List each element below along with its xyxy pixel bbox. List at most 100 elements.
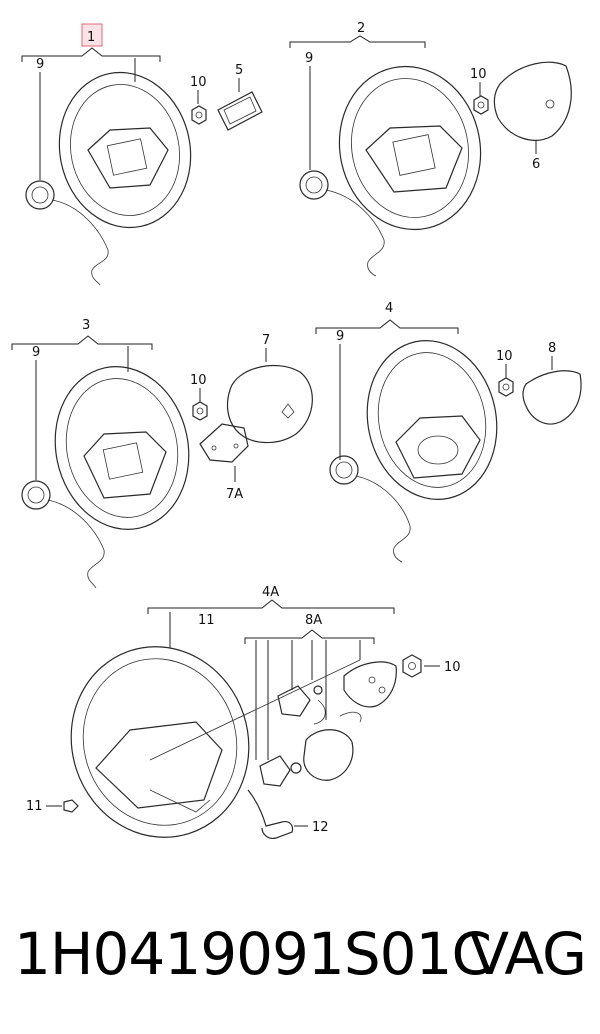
callout-11-b[interactable]: 11 [26,799,43,814]
clock-spring-1[interactable] [25,180,55,210]
horn-pad-6-emblem [545,99,555,109]
nut-10-b[interactable] [473,95,489,115]
callout-10-b[interactable]: 10 [470,67,487,82]
trim-8a-top-button-2 [378,686,386,694]
bracket-7a-hole-1 [211,445,217,451]
callout-3[interactable]: 3 [82,318,90,333]
screw-8a-1[interactable] [313,685,323,695]
steering-wheel-2[interactable] [324,53,495,243]
wire-8a [313,699,362,725]
switch-module-8a-left[interactable] [277,685,311,717]
nut-10-c-hole [196,407,204,415]
steering-wheel-1-inner [70,84,180,216]
nut-10-e-hole [408,662,416,670]
axis-line-4a [149,659,361,761]
clock-spring-3-wire [47,499,105,589]
steering-wheel-4-hub [395,415,481,479]
callout-9-c[interactable]: 9 [32,345,40,360]
bracket-7a[interactable] [199,423,249,463]
steering-wheel-3-hub [83,431,167,499]
clock-spring-3-ring [27,486,45,504]
steering-wheel-4-hub-center [417,435,459,465]
callout-1-highlight-box [81,23,103,47]
nut-10-a[interactable] [191,105,207,125]
steering-wheel-4a-hub [95,721,223,809]
clock-spring-4[interactable] [329,455,359,485]
steering-wheel-1-hub-plate [106,138,148,176]
footer: 1H0419091S01C VAG [0,920,600,1000]
steering-wheel-2-inner [351,78,469,218]
part-number-label: 1H0419091S01C [14,920,492,988]
callout-6[interactable]: 6 [532,157,540,172]
assembly-group-4: 4 9 10 8 [315,301,582,563]
callout-7[interactable]: 7 [262,333,270,348]
trim-8a-top-button-1 [368,676,376,684]
callout-10-c[interactable]: 10 [190,373,207,388]
callout-9-d[interactable]: 9 [336,329,344,344]
cover-8a[interactable] [303,729,354,781]
clock-spring-1-ring [31,186,49,204]
nut-10-a-hole [195,111,203,119]
assembly-group-4a: 4A 11 8A 10 11 [26,585,461,861]
clock-spring-4-wire [355,475,411,563]
bracket-1 [21,47,161,62]
horn-pad-8[interactable] [522,370,582,425]
clock-spring-1-wire [51,199,109,286]
callout-7a[interactable]: 7A [226,487,243,502]
clock-spring-2-wire [325,189,385,277]
callout-4[interactable]: 4 [385,301,393,316]
steering-wheel-4[interactable] [353,328,511,511]
bracket-4 [315,319,459,334]
clock-spring-2-ring [305,176,323,194]
clock-spring-2[interactable] [299,170,329,200]
bracket-2 [289,35,426,48]
callout-10-d[interactable]: 10 [496,349,513,364]
steering-wheel-3[interactable] [40,354,203,542]
callout-11-a[interactable]: 11 [198,613,215,628]
nut-10-d-hole [502,383,510,391]
steering-wheel-4a[interactable] [47,624,274,861]
clock-spring-3[interactable] [21,480,51,510]
callout-12[interactable]: 12 [312,820,329,835]
callout-10-a[interactable]: 10 [190,75,207,90]
horn-pad-7-emblem [281,403,295,419]
trim-8a-top[interactable] [343,661,397,708]
clock-spring-4-ring [335,461,353,479]
bracket-3 [11,335,153,350]
horn-pad-5[interactable] [217,91,263,131]
callout-1[interactable]: 1 [87,30,95,45]
steering-wheel-1[interactable] [45,60,205,240]
steering-wheel-4a-inner [82,658,238,826]
steering-wheel-1-hub [87,127,169,189]
switch-module-8a-lower[interactable] [259,755,291,787]
callout-9-b[interactable]: 9 [305,51,313,66]
bracket-4a [147,599,395,614]
callout-2[interactable]: 2 [357,21,365,36]
nut-10-d[interactable] [498,377,514,397]
trim-12[interactable] [247,789,294,839]
callout-8a[interactable]: 8A [305,613,322,628]
callout-9-a[interactable]: 9 [36,57,44,72]
bracket-7a-hole-2 [233,443,239,449]
horn-pad-6[interactable] [493,61,572,141]
assembly-group-2: 2 9 10 6 [289,21,572,277]
screw-11[interactable] [63,799,79,813]
nut-10-e[interactable] [402,654,422,678]
steering-wheel-4-inner [377,352,487,488]
callout-5[interactable]: 5 [235,63,243,78]
callout-8[interactable]: 8 [548,341,556,356]
callout-10-e[interactable]: 10 [444,660,461,675]
bracket-8a [244,629,375,644]
assembly-group-3: 3 9 10 7 7A [11,318,313,589]
callout-4a[interactable]: 4A [262,585,279,600]
horn-pad-7[interactable] [226,364,313,444]
assembly-group-1: 1 9 10 5 [21,23,263,286]
steering-wheel-4a-spoke [149,789,211,813]
nut-10-c[interactable] [192,401,208,421]
screw-8a-2[interactable] [290,762,302,774]
brand-label: VAG [469,920,587,988]
steering-wheel-2-hub [365,125,463,193]
nut-10-b-hole [477,101,485,109]
steering-wheel-2-hub-plate [392,134,436,176]
